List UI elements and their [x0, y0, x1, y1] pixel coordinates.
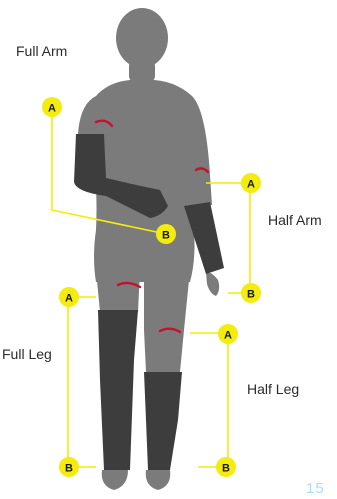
- marker-text: A: [224, 330, 232, 342]
- marker-full-leg-b: B: [59, 457, 79, 477]
- label-half-leg: Half Leg: [247, 381, 299, 397]
- label-half-arm: Half Arm: [268, 212, 322, 228]
- left-thigh: [96, 270, 140, 312]
- full-leg-line: [68, 297, 96, 467]
- marker-text: B: [247, 289, 255, 301]
- half-leg-line: [190, 333, 228, 467]
- marker-text: B: [222, 463, 230, 475]
- marker-half-arm-a: A: [241, 173, 261, 193]
- right-hand: [206, 272, 219, 296]
- marker-text: B: [65, 463, 73, 475]
- label-full-arm: Full Arm: [16, 43, 67, 59]
- page-number: 15: [306, 480, 325, 497]
- half-leg-sleeve: [144, 372, 182, 470]
- marker-full-arm-b: B: [156, 224, 176, 244]
- full-leg-sleeve: [98, 310, 138, 470]
- head: [116, 8, 168, 68]
- marker-full-arm-a: A: [42, 97, 62, 117]
- marker-text: A: [65, 293, 73, 305]
- left-foot: [102, 470, 128, 490]
- marker-half-leg-b: B: [216, 457, 236, 477]
- marker-full-leg-a: A: [59, 287, 79, 307]
- marker-half-leg-a: A: [218, 324, 238, 344]
- marker-text: B: [162, 230, 170, 242]
- right-foot: [146, 470, 171, 490]
- right-thigh: [144, 270, 190, 372]
- marker-half-arm-b: B: [241, 283, 261, 303]
- label-full-leg: Full Leg: [2, 346, 52, 362]
- neck: [129, 60, 155, 82]
- marker-text: A: [247, 179, 255, 191]
- marker-text: A: [48, 103, 56, 115]
